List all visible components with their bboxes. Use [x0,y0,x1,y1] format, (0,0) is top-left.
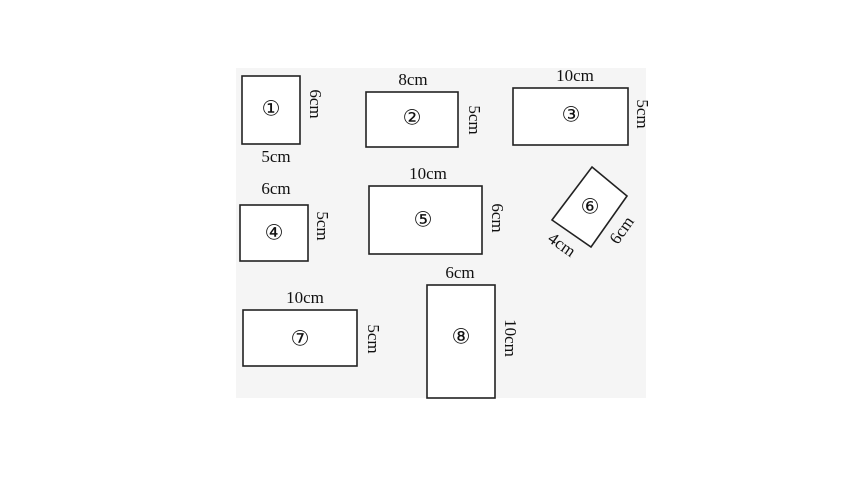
shape-3-label: ③ [562,103,581,127]
shape-7: ⑦ 10cm 5cm [242,288,383,367]
shape-3-side-dimension: 5cm [633,99,652,128]
shape-7-side-dimension: 5cm [364,324,383,353]
rectangle-6 [550,165,629,249]
shape-2: ② 8cm 5cm [365,70,484,148]
shape-1-label: ① [262,97,281,121]
shape-7-top-dimension: 10cm [286,288,324,307]
shape-4-top-dimension: 6cm [261,179,290,198]
rectangle-7 [242,309,358,367]
rectangle-5 [368,185,483,255]
shape-6-label: ⑥ [581,195,600,219]
rectangle-8 [426,284,496,399]
shape-5-top-dimension: 10cm [409,164,447,183]
rectangle-1 [241,75,301,145]
shape-2-top-dimension: 8cm [398,70,427,89]
rectangle-3 [512,87,629,146]
shape-8-side-dimension: 10cm [501,319,520,357]
rectangle-4 [239,204,309,262]
shape-5-label: ⑤ [414,208,433,232]
shape-8: ⑧ 6cm 10cm [426,263,520,399]
shape-3-top-dimension: 10cm [556,66,594,85]
shape-5: ⑤ 10cm 6cm [368,164,507,255]
shape-1-side-dimension: 6cm [306,89,325,118]
shape-4-label: ④ [265,221,284,245]
shape-8-top-dimension: 6cm [445,263,474,282]
shape-7-label: ⑦ [291,327,310,351]
shape-8-label: ⑧ [452,325,471,349]
shape-4-side-dimension: 5cm [313,211,332,240]
shape-1-bottom-dimension: 5cm [261,147,290,166]
shape-5-side-dimension: 6cm [488,203,507,232]
shape-2-label: ② [403,106,422,130]
shape-2-side-dimension: 5cm [465,105,484,134]
shape-4: ④ 6cm 5cm [239,179,332,262]
shape-3: ③ 10cm 5cm [512,66,652,146]
shape-1: ① 6cm 5cm [241,75,325,166]
rectangle-2 [365,91,459,148]
